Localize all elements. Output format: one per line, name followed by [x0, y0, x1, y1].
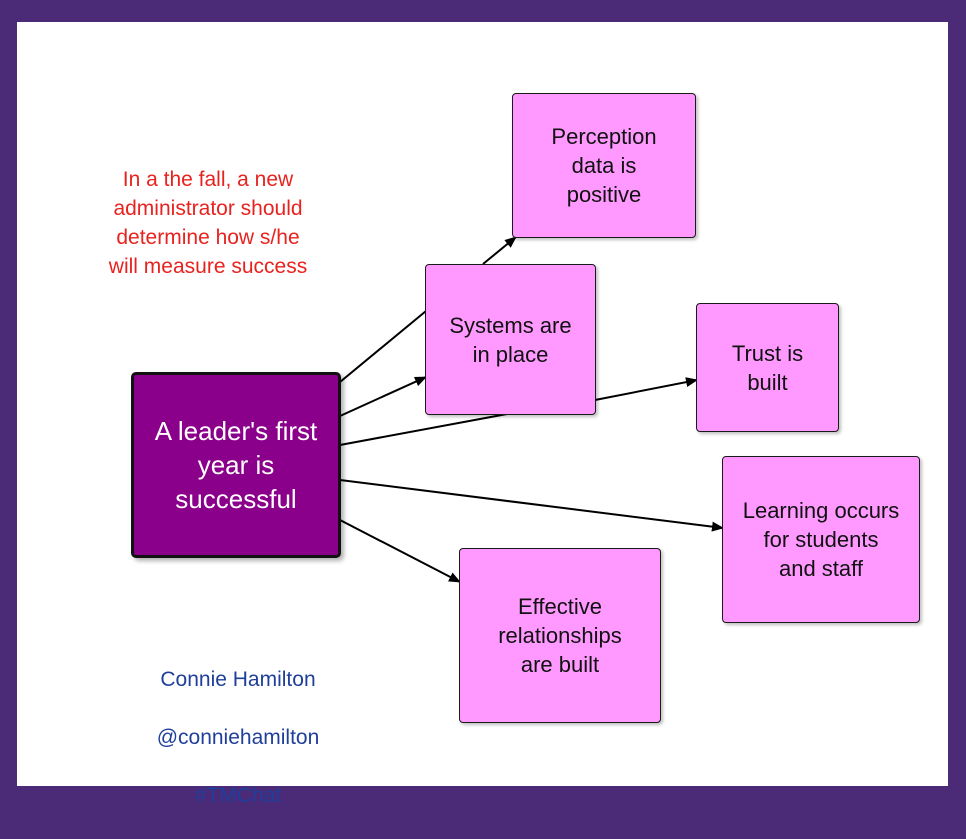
node-perception-data: Perception data is positive [512, 93, 696, 238]
node-systems-label: Systems are in place [449, 312, 572, 367]
author-credit: Connie Hamilton @conniehamilton #TMChat [118, 636, 358, 839]
arrow-central-to-trust-continued [594, 377, 698, 401]
author-handle: @conniehamilton [156, 726, 320, 749]
node-effective-relationships: Effective relationships are built [459, 548, 661, 723]
arrow-central-to-perception-continued [482, 236, 517, 265]
node-trust-built: Trust is built [696, 303, 839, 432]
node-learning-occurs: Learning occurs for students and staff [722, 456, 920, 623]
arrow-central-to-trust [339, 413, 508, 446]
node-trust-label: Trust is built [731, 340, 804, 395]
central-node-leader-year: A leader's first year is successful [131, 372, 341, 558]
node-relationships-label: Effective relationships are built [498, 594, 622, 677]
node-perception-label: Perception data is positive [551, 124, 657, 207]
author-hashtag: #TMChat [194, 784, 282, 807]
arrow-central-to-learning [339, 479, 724, 532]
arrow-central-to-relationships [339, 519, 461, 583]
node-systems-in-place: Systems are in place [425, 264, 596, 415]
arrow-central-to-perception [339, 310, 427, 383]
annotation-note: In a the fall, a new administrator shoul… [108, 168, 308, 278]
node-learning-label: Learning occurs for students and staff [742, 498, 900, 581]
connector-layer [339, 236, 724, 583]
arrow-central-to-systems [339, 376, 427, 417]
author-name: Connie Hamilton [160, 668, 316, 691]
central-node-label: A leader's first year is successful [154, 416, 318, 514]
